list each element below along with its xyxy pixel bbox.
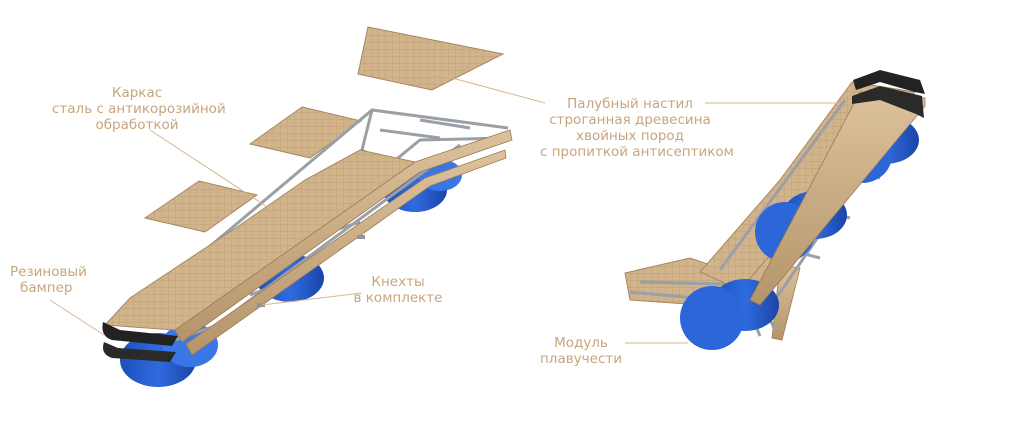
float-drum xyxy=(680,279,779,350)
rubber-bumper xyxy=(852,86,924,118)
leader-lines xyxy=(49,71,838,344)
rubber-bumper xyxy=(103,342,176,362)
cleat xyxy=(257,303,265,307)
label-cleats: Кнехты в комплекте xyxy=(348,274,448,306)
side-beam xyxy=(174,129,513,343)
label-frame-line: сталь с антикорозийной xyxy=(52,101,226,117)
rubber-bumper xyxy=(102,322,178,346)
label-frame-line: обработкой xyxy=(95,117,179,133)
label-bumper: Резиновый бампер xyxy=(10,264,100,296)
leader-line-cleats xyxy=(261,292,363,306)
label-cleats-line: в комплекте xyxy=(353,290,443,306)
deck-panel-lower xyxy=(143,180,259,233)
leader-line-frame xyxy=(149,129,273,211)
right-pontoon-assembly xyxy=(624,70,926,350)
label-cleats-line: Кнехты xyxy=(371,274,425,290)
label-float-module: Модуль плавучести xyxy=(536,335,626,367)
label-decking: Палубный настил строганная древесина хво… xyxy=(540,96,734,160)
label-decking-line: строганная древесина xyxy=(549,112,711,128)
label-decking-line: Палубный настил xyxy=(567,96,693,112)
rubber-bumper xyxy=(853,70,925,94)
left-pontoon-assembly xyxy=(102,26,513,387)
label-frame-line: Каркас xyxy=(111,85,163,101)
deck-panel-top xyxy=(357,26,505,91)
label-decking-line: хвойных пород xyxy=(576,128,684,144)
side-beam xyxy=(185,149,507,356)
cleat xyxy=(357,235,365,239)
label-float-module-line: Модуль xyxy=(554,335,608,351)
label-frame: Каркас сталь с антикорозийной обработкой xyxy=(52,85,226,133)
label-float-module-line: плавучести xyxy=(539,351,622,367)
deck-panel-middle xyxy=(248,106,363,159)
label-decking-line: с пропиткой антисептиком xyxy=(540,144,734,160)
label-bumper-line: Резиновый xyxy=(10,264,87,280)
leader-line-bumper xyxy=(49,299,105,336)
leader-line-decking xyxy=(429,71,546,104)
label-bumper-line: бампер xyxy=(20,280,73,296)
